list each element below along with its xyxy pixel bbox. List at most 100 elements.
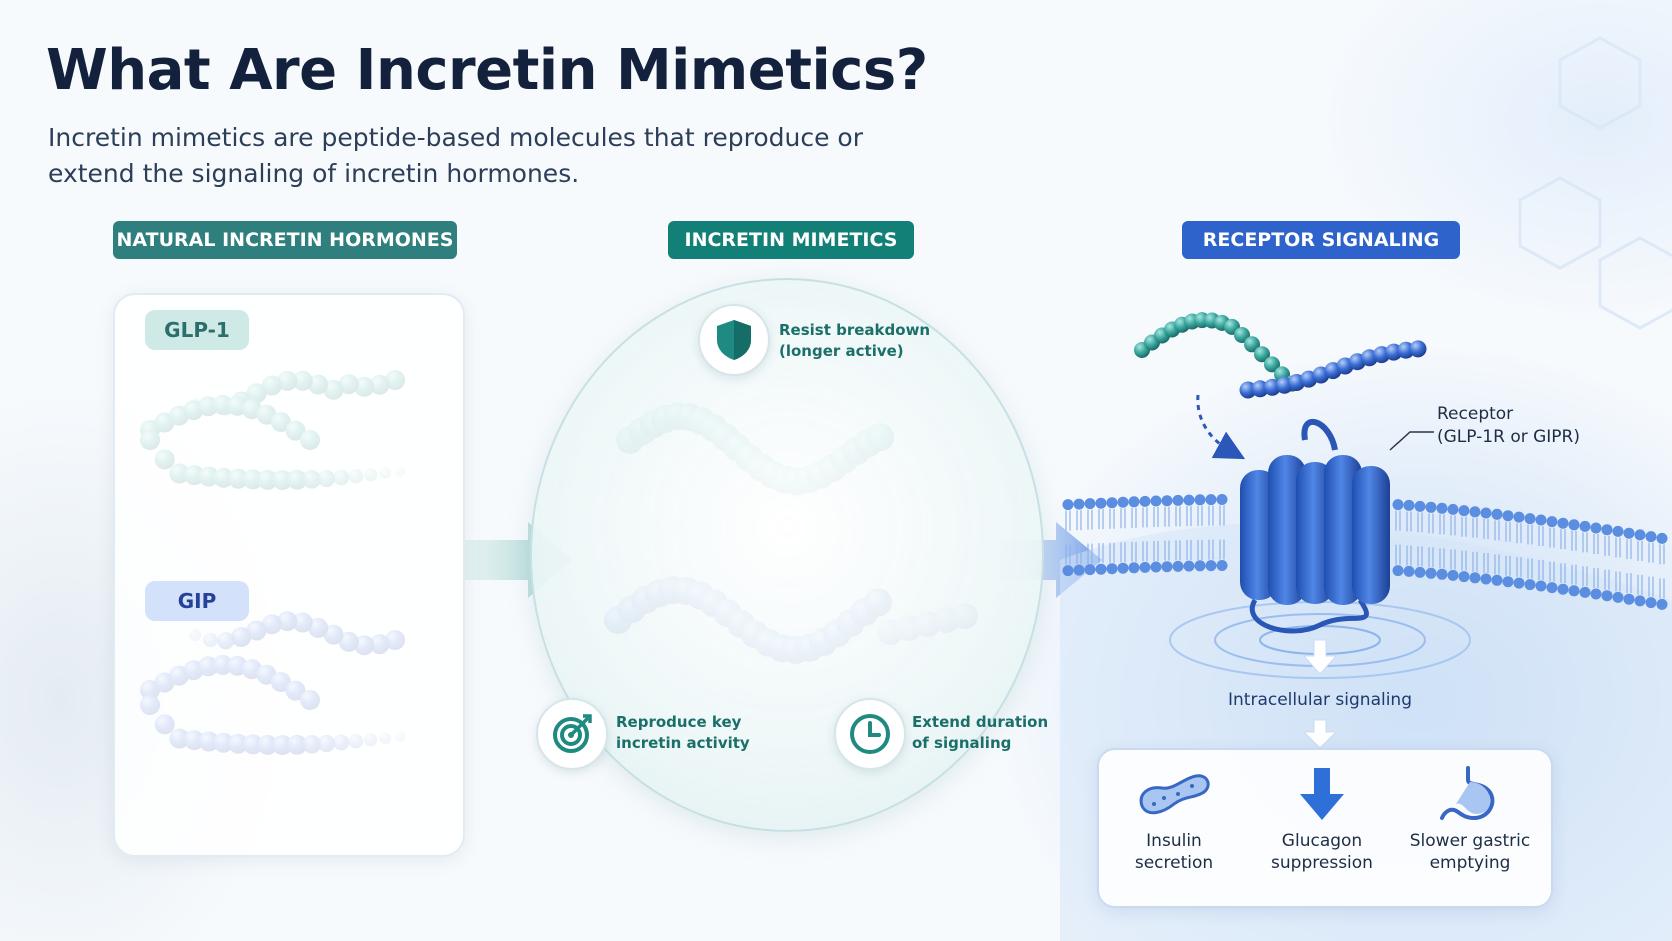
lipid-head	[1579, 586, 1591, 598]
section-header-receptor: RECEPTOR SIGNALING	[1182, 221, 1460, 259]
down-arrow-icon	[1300, 768, 1344, 820]
lipid-head	[1634, 595, 1646, 607]
shield-icon	[698, 304, 770, 376]
lipid-head	[1458, 571, 1470, 583]
stomach-icon	[1440, 766, 1495, 821]
lipid-head	[1062, 499, 1074, 511]
lipid-tail	[1439, 514, 1445, 569]
lipid-tail	[1626, 539, 1632, 594]
lipid-head	[1480, 573, 1492, 585]
lipid-head	[1073, 564, 1085, 576]
lipid-head	[1414, 566, 1426, 578]
lipid-head	[1161, 495, 1173, 507]
feature-extend-line2: of signaling	[912, 734, 1012, 752]
effect-insulin-line2: secretion	[1134, 853, 1214, 873]
lipid-head	[1084, 498, 1096, 510]
lipid-head	[1469, 572, 1481, 584]
lipid-head	[1656, 598, 1668, 610]
lipid-tail	[1604, 535, 1610, 590]
lipid-head	[1524, 579, 1536, 591]
lipid-tail	[1197, 505, 1203, 560]
receptor-teal-peptide-bead	[1234, 327, 1250, 343]
lipid-tail	[1428, 513, 1434, 568]
lipid-tail	[1593, 534, 1599, 589]
effect-insulin-secretion: Insulin secretion	[1099, 766, 1249, 874]
lipid-head	[1469, 506, 1481, 518]
lipid-head	[1414, 500, 1426, 512]
lipid-head	[1392, 565, 1404, 577]
effect-insulin-line1: Insulin	[1146, 831, 1202, 851]
effect-glucagon-line2: suppression	[1271, 853, 1373, 873]
hexagon-pattern	[1518, 36, 1672, 330]
receptor-label: Receptor (GLP-1R or GIPR)	[1437, 403, 1580, 449]
receptor-label-line2: (GLP-1R or GIPR)	[1437, 427, 1580, 447]
lipid-head	[1172, 560, 1184, 572]
section-header-natural: NATURAL INCRETIN HORMONES	[113, 221, 457, 259]
lipid-head	[1524, 513, 1536, 525]
receptor-teal-peptide-bead	[1264, 356, 1280, 373]
effect-slower-gastric-emptying: Slower gastric emptying	[1395, 766, 1545, 874]
lipid-head	[1073, 498, 1085, 510]
natural-hormones-panel	[113, 293, 465, 857]
lipid-head	[1634, 529, 1646, 541]
lipid-head	[1106, 563, 1118, 575]
lipid-head	[1568, 585, 1580, 597]
lipid-head	[1612, 591, 1624, 603]
gip-label: GIP	[145, 581, 249, 621]
lipid-head	[1392, 499, 1404, 511]
lipid-tail	[1164, 506, 1170, 561]
lipid-head	[1601, 590, 1613, 602]
lipid-head	[1447, 503, 1459, 515]
lipid-tail	[1549, 527, 1555, 582]
lipid-head	[1645, 597, 1657, 609]
lipid-head	[1161, 561, 1173, 573]
lipid-tail	[1637, 540, 1643, 595]
lipid-head	[1095, 497, 1107, 509]
lipid-head	[1117, 496, 1129, 508]
lipid-head	[1425, 567, 1437, 579]
lipid-head	[1590, 522, 1602, 534]
feature-resist-breakdown: Resist breakdown (longer active)	[779, 320, 930, 362]
lipid-head	[1601, 524, 1613, 536]
receptor-teal-peptide-bead	[1254, 346, 1270, 363]
lipid-tail	[1208, 505, 1214, 560]
lipid-tail	[1065, 510, 1071, 565]
receptor-blue-peptide-bead	[1409, 340, 1427, 358]
lipid-head	[1590, 588, 1602, 600]
receptor-protein	[1240, 418, 1390, 634]
lipid-head	[1623, 593, 1635, 605]
lipid-head	[1535, 514, 1547, 526]
binding-arrow	[1196, 394, 1246, 460]
lipid-tail	[1538, 526, 1544, 581]
lipid-head	[1557, 517, 1569, 529]
page-title: What Are Incretin Mimetics?	[46, 38, 928, 103]
lipid-head	[1128, 496, 1140, 508]
lipid-head	[1656, 532, 1668, 544]
lipid-tail	[1494, 520, 1500, 575]
lipid-head	[1205, 494, 1217, 506]
clock-icon	[834, 698, 906, 770]
lipid-head	[1183, 494, 1195, 506]
lipid-head	[1062, 565, 1074, 577]
lipid-head	[1491, 508, 1503, 520]
lipid-tail	[1483, 519, 1489, 574]
lipid-tail	[1076, 510, 1082, 565]
lipid-tail	[1659, 544, 1665, 599]
lipid-tail	[1417, 512, 1423, 567]
lipid-head	[1502, 510, 1514, 522]
feature-resist-line1: Resist breakdown	[779, 321, 931, 339]
lipid-head	[1128, 562, 1140, 574]
lipid-head	[1535, 580, 1547, 592]
page-subtitle: Incretin mimetics are peptide-based mole…	[48, 123, 863, 188]
lipid-head	[1172, 494, 1184, 506]
lipid-head	[1458, 505, 1470, 517]
lipid-head	[1139, 495, 1151, 507]
feature-reproduce-line1: Reproduce key	[616, 713, 742, 731]
lipid-head	[1568, 519, 1580, 531]
effect-glucagon-suppression: Glucagon suppression	[1247, 766, 1397, 874]
lipid-head	[1425, 501, 1437, 513]
lipid-tail	[1648, 542, 1654, 597]
lipid-head	[1546, 516, 1558, 528]
target-icon	[536, 698, 608, 770]
lipid-tail	[1142, 507, 1148, 562]
